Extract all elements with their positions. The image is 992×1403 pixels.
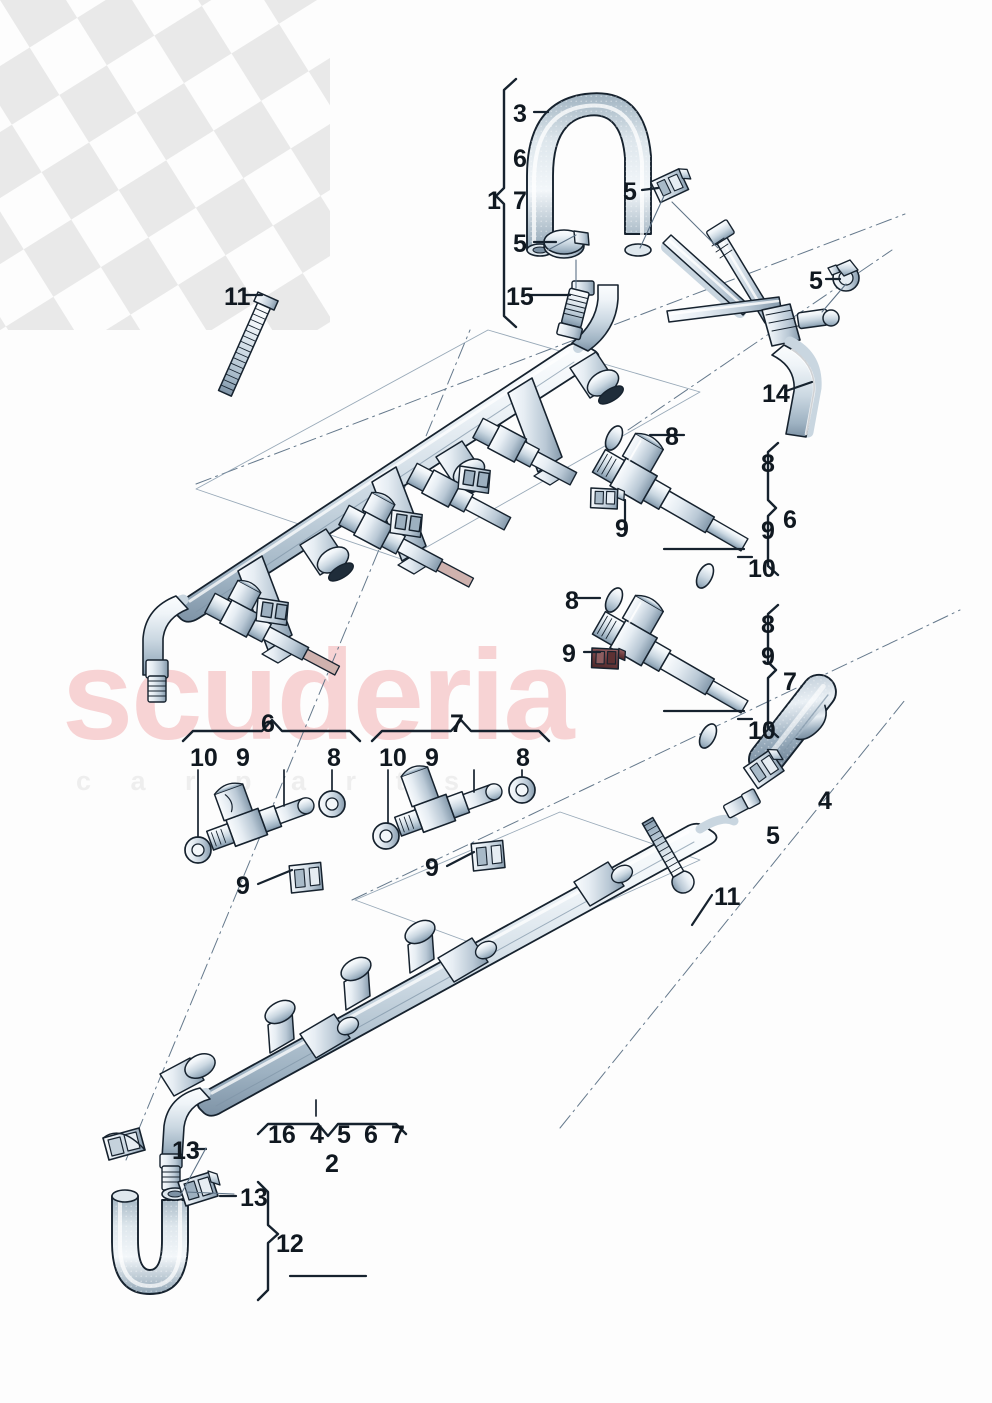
- callout-7-d: 7: [391, 1121, 405, 1149]
- callout-13-a: 13: [172, 1137, 200, 1165]
- callout-9-a: 9: [615, 515, 629, 543]
- callout-7-b: 7: [783, 668, 797, 696]
- callout-11-b: 11: [714, 883, 741, 911]
- bolt-long: [217, 291, 279, 397]
- hose-clamp: [827, 259, 860, 292]
- callout-10-a: 10: [748, 555, 776, 583]
- callout-9-g: 9: [425, 744, 439, 772]
- callout-9-f: 9: [236, 872, 250, 900]
- retaining-clip: [255, 465, 491, 627]
- callout-6-b: 6: [783, 506, 797, 534]
- leader-lines: [190, 110, 842, 1198]
- hose-clamp: [649, 168, 692, 204]
- callout-drop-lines: [197, 769, 523, 1117]
- retaining-clip: [288, 861, 324, 894]
- group-brackets: [181, 77, 780, 1302]
- callout-6-d: 6: [364, 1121, 378, 1149]
- callout-5-d: 5: [766, 822, 780, 850]
- hose-u-bend-top: [526, 92, 652, 257]
- bolt-long: [641, 816, 695, 894]
- callout-8-e: 8: [327, 744, 341, 772]
- callout-10-d: 10: [379, 744, 407, 772]
- callout-9-e: 9: [236, 744, 250, 772]
- hose-clamp: [102, 1127, 146, 1161]
- injector-valve: [205, 782, 315, 851]
- callout-9-b: 9: [761, 517, 775, 545]
- leader-lines-thin: [179, 195, 847, 1197]
- callout-9-d: 9: [761, 643, 775, 671]
- fuel-rail-lower: [159, 788, 761, 1191]
- callout-7-a: 7: [513, 187, 527, 215]
- callout-9-h: 9: [425, 854, 439, 882]
- callout-3: 3: [513, 100, 527, 128]
- callout-5-a: 5: [513, 230, 527, 258]
- callout-10-c: 10: [190, 744, 218, 772]
- callout-5-e: 5: [337, 1121, 351, 1149]
- callout-5-c: 5: [809, 267, 823, 295]
- callout-12: 12: [276, 1230, 304, 1258]
- o-ring-seal: [318, 790, 346, 818]
- o-ring-seal: [695, 563, 715, 589]
- retaining-clip: [589, 487, 626, 510]
- callout-4-a: 4: [818, 787, 832, 815]
- callout-16: 16: [268, 1121, 296, 1149]
- callout-14: 14: [762, 380, 790, 408]
- callout-7-c: 7: [450, 710, 464, 738]
- retaining-clip: [590, 647, 627, 670]
- hose-u-bend-bottom: [111, 1187, 189, 1295]
- callout-15: 15: [506, 283, 534, 311]
- callout-11-a: 11: [224, 283, 251, 311]
- o-ring-seal: [698, 723, 718, 749]
- callout-1: 1: [487, 187, 501, 215]
- injector-valve: [204, 417, 578, 676]
- connector-nipple: [556, 287, 590, 341]
- o-ring-seal: [372, 822, 400, 850]
- o-ring-seal: [604, 587, 624, 613]
- hose-clamp: [543, 229, 590, 259]
- callout-10-b: 10: [748, 717, 776, 745]
- callout-5-b: 5: [623, 178, 637, 206]
- o-ring-seal: [184, 836, 212, 864]
- callout-8-d: 8: [761, 611, 775, 639]
- callout-4-b: 4: [310, 1121, 324, 1149]
- hose-clamp: [742, 748, 785, 790]
- callout-9-c: 9: [562, 640, 576, 668]
- callout-2: 2: [325, 1150, 339, 1178]
- callout-6-a: 6: [513, 145, 527, 173]
- fuel-rail-upper: [142, 280, 624, 703]
- o-ring-seal: [508, 776, 536, 804]
- callout-8-b: 8: [761, 450, 775, 478]
- bracket-rules: [288, 547, 754, 1278]
- callout-8-a: 8: [665, 423, 679, 451]
- callout-8-c: 8: [565, 587, 579, 615]
- o-ring-seal: [604, 425, 624, 451]
- branch-pipe-assembly: [661, 219, 840, 438]
- callout-6-c: 6: [261, 710, 275, 738]
- injector-valve: [393, 765, 503, 837]
- callout-8-f: 8: [516, 744, 530, 772]
- callout-13-b: 13: [240, 1184, 268, 1212]
- retaining-clip: [470, 839, 506, 872]
